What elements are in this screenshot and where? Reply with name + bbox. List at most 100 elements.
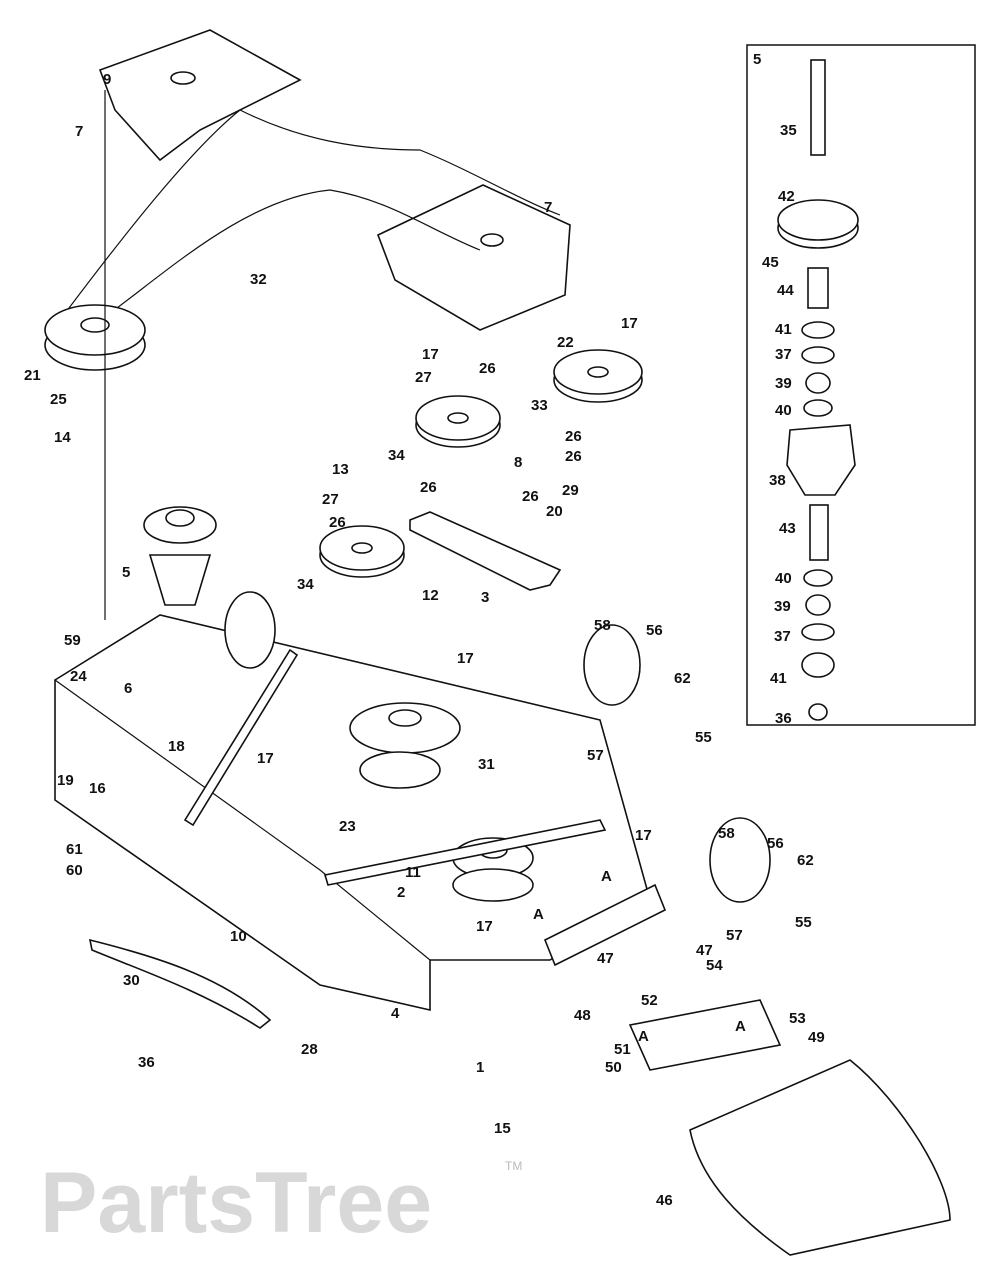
inset-title: 5 <box>753 51 761 68</box>
callout-14: 14 <box>54 429 71 446</box>
callout-37: 37 <box>774 628 791 645</box>
watermark-tm: TM <box>505 1159 522 1173</box>
spindle-bolt <box>810 59 826 156</box>
spindle-housing <box>786 424 856 496</box>
spindle-shaft-spacer <box>809 504 829 561</box>
callout-42: 42 <box>778 188 795 205</box>
mower-blade <box>88 938 272 1029</box>
callout-60: 60 <box>66 862 83 879</box>
bearing-cup <box>803 399 833 417</box>
callout-18: 18 <box>168 738 185 755</box>
callout-36: 36 <box>138 1054 155 1071</box>
callout-20: 20 <box>546 503 563 520</box>
callout-56: 56 <box>646 622 663 639</box>
callout-34: 34 <box>297 576 314 593</box>
callout-26: 26 <box>479 360 496 377</box>
callout-61: 61 <box>66 841 83 858</box>
upper-bracket-plate <box>98 29 302 162</box>
callout-45: 45 <box>762 254 779 271</box>
callout-26: 26 <box>565 448 582 465</box>
callout-26: 26 <box>522 488 539 505</box>
callout-22: 22 <box>557 334 574 351</box>
callout-labels: 9732721251417272617223334132726268262626… <box>24 71 825 1209</box>
gauge-wheel-lower <box>709 817 771 903</box>
callout-37: 37 <box>775 346 792 363</box>
callout-27: 27 <box>415 369 432 386</box>
callout-31: 31 <box>478 756 495 773</box>
spindle-center <box>349 702 461 789</box>
callout-55: 55 <box>795 914 812 931</box>
deck-edge <box>54 679 431 961</box>
callout-3: 3 <box>481 589 489 606</box>
plate-hole <box>170 71 196 85</box>
callout-4: 4 <box>391 1005 400 1022</box>
callout-62: 62 <box>797 852 814 869</box>
idler-pulley-34-lower <box>319 525 405 578</box>
gauge-wheel-rear <box>224 591 276 669</box>
callout-35: 35 <box>780 122 797 139</box>
callout-21: 21 <box>24 367 41 384</box>
callout-17: 17 <box>257 750 274 767</box>
washer <box>801 321 835 339</box>
discharge-chute <box>689 1059 951 1256</box>
deck-hanger-bracket <box>543 883 667 967</box>
idler-pulley-33 <box>553 349 643 403</box>
baffle-left <box>183 648 299 827</box>
callout-53: 53 <box>789 1010 806 1027</box>
callout-16: 16 <box>89 780 106 797</box>
callout-52: 52 <box>641 992 658 1009</box>
callout-55: 55 <box>695 729 712 746</box>
callout-A: A <box>601 868 612 885</box>
callout-6: 6 <box>124 680 132 697</box>
callout-58: 58 <box>718 825 735 842</box>
callout-29: 29 <box>562 482 579 499</box>
callout-59: 59 <box>64 632 81 649</box>
callout-40: 40 <box>775 570 792 587</box>
callout-51: 51 <box>614 1041 631 1058</box>
spindle-left <box>143 506 217 606</box>
callout-A: A <box>533 906 544 923</box>
callout-39: 39 <box>774 598 791 615</box>
callout-17: 17 <box>476 918 493 935</box>
nut <box>808 703 828 721</box>
callout-56: 56 <box>767 835 784 852</box>
callout-43: 43 <box>779 520 796 537</box>
callout-10: 10 <box>230 928 247 945</box>
callout-7: 7 <box>544 199 552 216</box>
mower-deck <box>54 614 651 1012</box>
callout-49: 49 <box>808 1029 825 1046</box>
idler-arm <box>409 511 562 591</box>
idler-pulley-34-upper <box>415 395 501 448</box>
spacer <box>807 267 829 309</box>
callout-47: 47 <box>696 942 713 959</box>
callout-19: 19 <box>57 772 74 789</box>
chute-bracket <box>628 999 782 1071</box>
callout-5: 5 <box>122 564 130 581</box>
gauge-wheel-upper <box>583 624 641 706</box>
callout-36: 36 <box>775 710 792 727</box>
callout-A: A <box>735 1018 746 1035</box>
callout-50: 50 <box>605 1059 622 1076</box>
callout-38: 38 <box>769 472 786 489</box>
callout-58: 58 <box>594 617 611 634</box>
callout-1: 1 <box>476 1059 484 1076</box>
callout-23: 23 <box>339 818 356 835</box>
inset-frame <box>746 44 976 726</box>
callout-17: 17 <box>621 315 638 332</box>
callout-40: 40 <box>775 402 792 419</box>
watermark: PartsTree TM <box>40 1155 522 1251</box>
callout-7: 7 <box>75 123 83 140</box>
electric-clutch <box>44 304 146 371</box>
callout-26: 26 <box>420 479 437 496</box>
callout-46: 46 <box>656 1192 673 1209</box>
callout-24: 24 <box>70 668 87 685</box>
callout-57: 57 <box>587 747 604 764</box>
callout-34: 34 <box>388 447 405 464</box>
callout-8: 8 <box>514 454 522 471</box>
bearing <box>801 346 835 364</box>
callout-47: 47 <box>597 950 614 967</box>
callout-48: 48 <box>574 1007 591 1024</box>
callout-12: 12 <box>422 587 439 604</box>
